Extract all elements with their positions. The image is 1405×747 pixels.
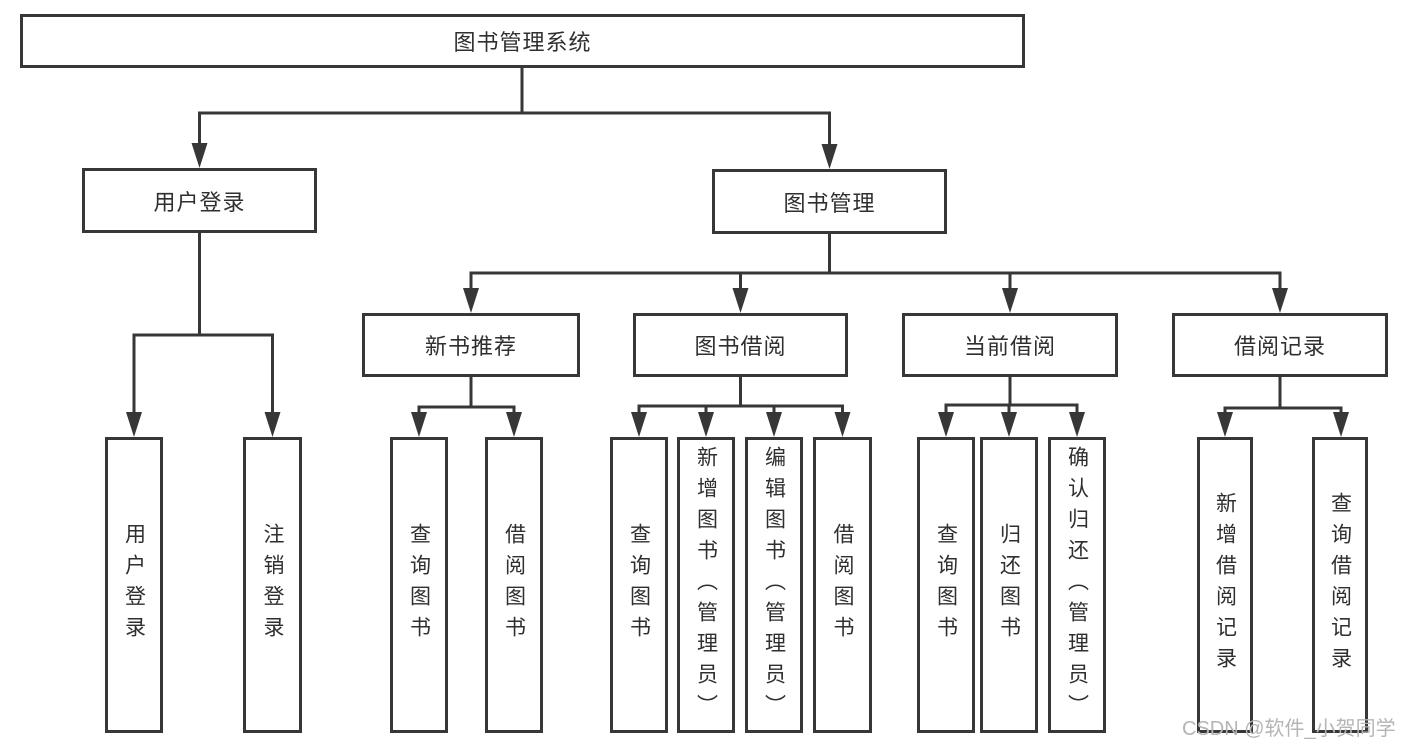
arrowhead-down-icon (1272, 288, 1288, 313)
leaf-current-query-books: 查询图书 (917, 437, 975, 733)
node-label: 借阅记录 (1233, 334, 1326, 359)
node-label: 新增图书（管理员） (694, 445, 718, 725)
node-label: 图书借阅 (694, 334, 787, 359)
arrowhead-down-icon (821, 144, 838, 169)
arrowhead-down-icon (834, 412, 851, 437)
node-label: 查询图书 (934, 523, 958, 647)
node-label: 注销登录 (261, 523, 284, 647)
node-new-book-recommendation: 新书推荐 (362, 313, 580, 377)
leaf-borrowing-edit-books: 编辑图书（管理员） (745, 437, 803, 733)
node-borrowing-records: 借阅记录 (1172, 313, 1388, 377)
arrowhead-down-icon (264, 412, 281, 437)
arrowhead-down-icon (1217, 412, 1233, 437)
leaf-borrowing-add-books: 新增图书（管理员） (677, 437, 735, 733)
connector-7 (1217, 375, 1349, 437)
node-label: 查询借阅记录 (1328, 492, 1352, 678)
arrowhead-down-icon (1001, 412, 1017, 437)
connector-5 (631, 375, 851, 437)
arrowhead-down-icon (1333, 412, 1349, 437)
node-label: 借阅图书 (831, 523, 854, 647)
connector-1 (191, 66, 838, 169)
node-label: 图书管理 (783, 190, 876, 216)
arrowhead-down-icon (698, 412, 714, 437)
leaf-current-return-books: 归还图书 (980, 437, 1038, 733)
connector-2 (126, 231, 281, 437)
node-label: 归还图书 (997, 523, 1021, 647)
node-label: 编辑图书（管理员） (762, 445, 786, 725)
node-label: 用户登录 (122, 523, 146, 647)
arrowhead-down-icon (126, 412, 142, 437)
leaf-logout: 注销登录 (243, 437, 302, 733)
node-label: 用户登录 (153, 189, 246, 215)
leaf-recommend-query-books: 查询图书 (390, 437, 448, 733)
connector-6 (938, 375, 1085, 437)
arrowhead-down-icon (938, 412, 954, 437)
node-current-borrowing: 当前借阅 (902, 313, 1118, 377)
arrowhead-down-icon (506, 412, 522, 437)
arrowhead-down-icon (463, 288, 479, 313)
arrowhead-down-icon (766, 412, 782, 437)
arrowhead-down-icon (411, 412, 427, 437)
arrowhead-down-icon (1069, 412, 1085, 437)
node-label: 新增借阅记录 (1213, 492, 1237, 678)
node-library-management-system: 图书管理系统 (20, 14, 1025, 68)
arrowhead-down-icon (1002, 288, 1018, 313)
connector-4 (411, 375, 522, 437)
node-label: 新书推荐 (424, 334, 517, 359)
node-book-management: 图书管理 (712, 169, 947, 234)
node-label: 查询图书 (407, 523, 431, 647)
node-label: 当前借阅 (963, 334, 1056, 359)
leaf-records-query-record: 查询借阅记录 (1312, 437, 1368, 733)
leaf-user-login: 用户登录 (105, 437, 163, 733)
arrowhead-down-icon (732, 288, 749, 313)
leaf-recommend-borrow-books: 借阅图书 (485, 437, 543, 733)
watermark: CSDN @软件_小贺同学 (1182, 718, 1396, 740)
node-book-borrowing: 图书借阅 (633, 313, 848, 377)
leaf-current-confirm-return: 确认归还（管理员） (1048, 437, 1106, 733)
arrowhead-down-icon (631, 412, 647, 437)
node-label: 确认归还（管理员） (1065, 445, 1089, 725)
node-label: 查询图书 (627, 523, 651, 647)
leaf-borrowing-borrow-books: 借阅图书 (813, 437, 872, 733)
leaf-records-add-record: 新增借阅记录 (1197, 437, 1253, 733)
node-label: 图书管理系统 (453, 30, 592, 55)
arrowhead-down-icon (191, 143, 208, 168)
node-user-login: 用户登录 (82, 168, 317, 233)
connector-3 (463, 232, 1288, 313)
leaf-borrowing-query-books: 查询图书 (610, 437, 668, 733)
node-label: 借阅图书 (502, 523, 526, 647)
